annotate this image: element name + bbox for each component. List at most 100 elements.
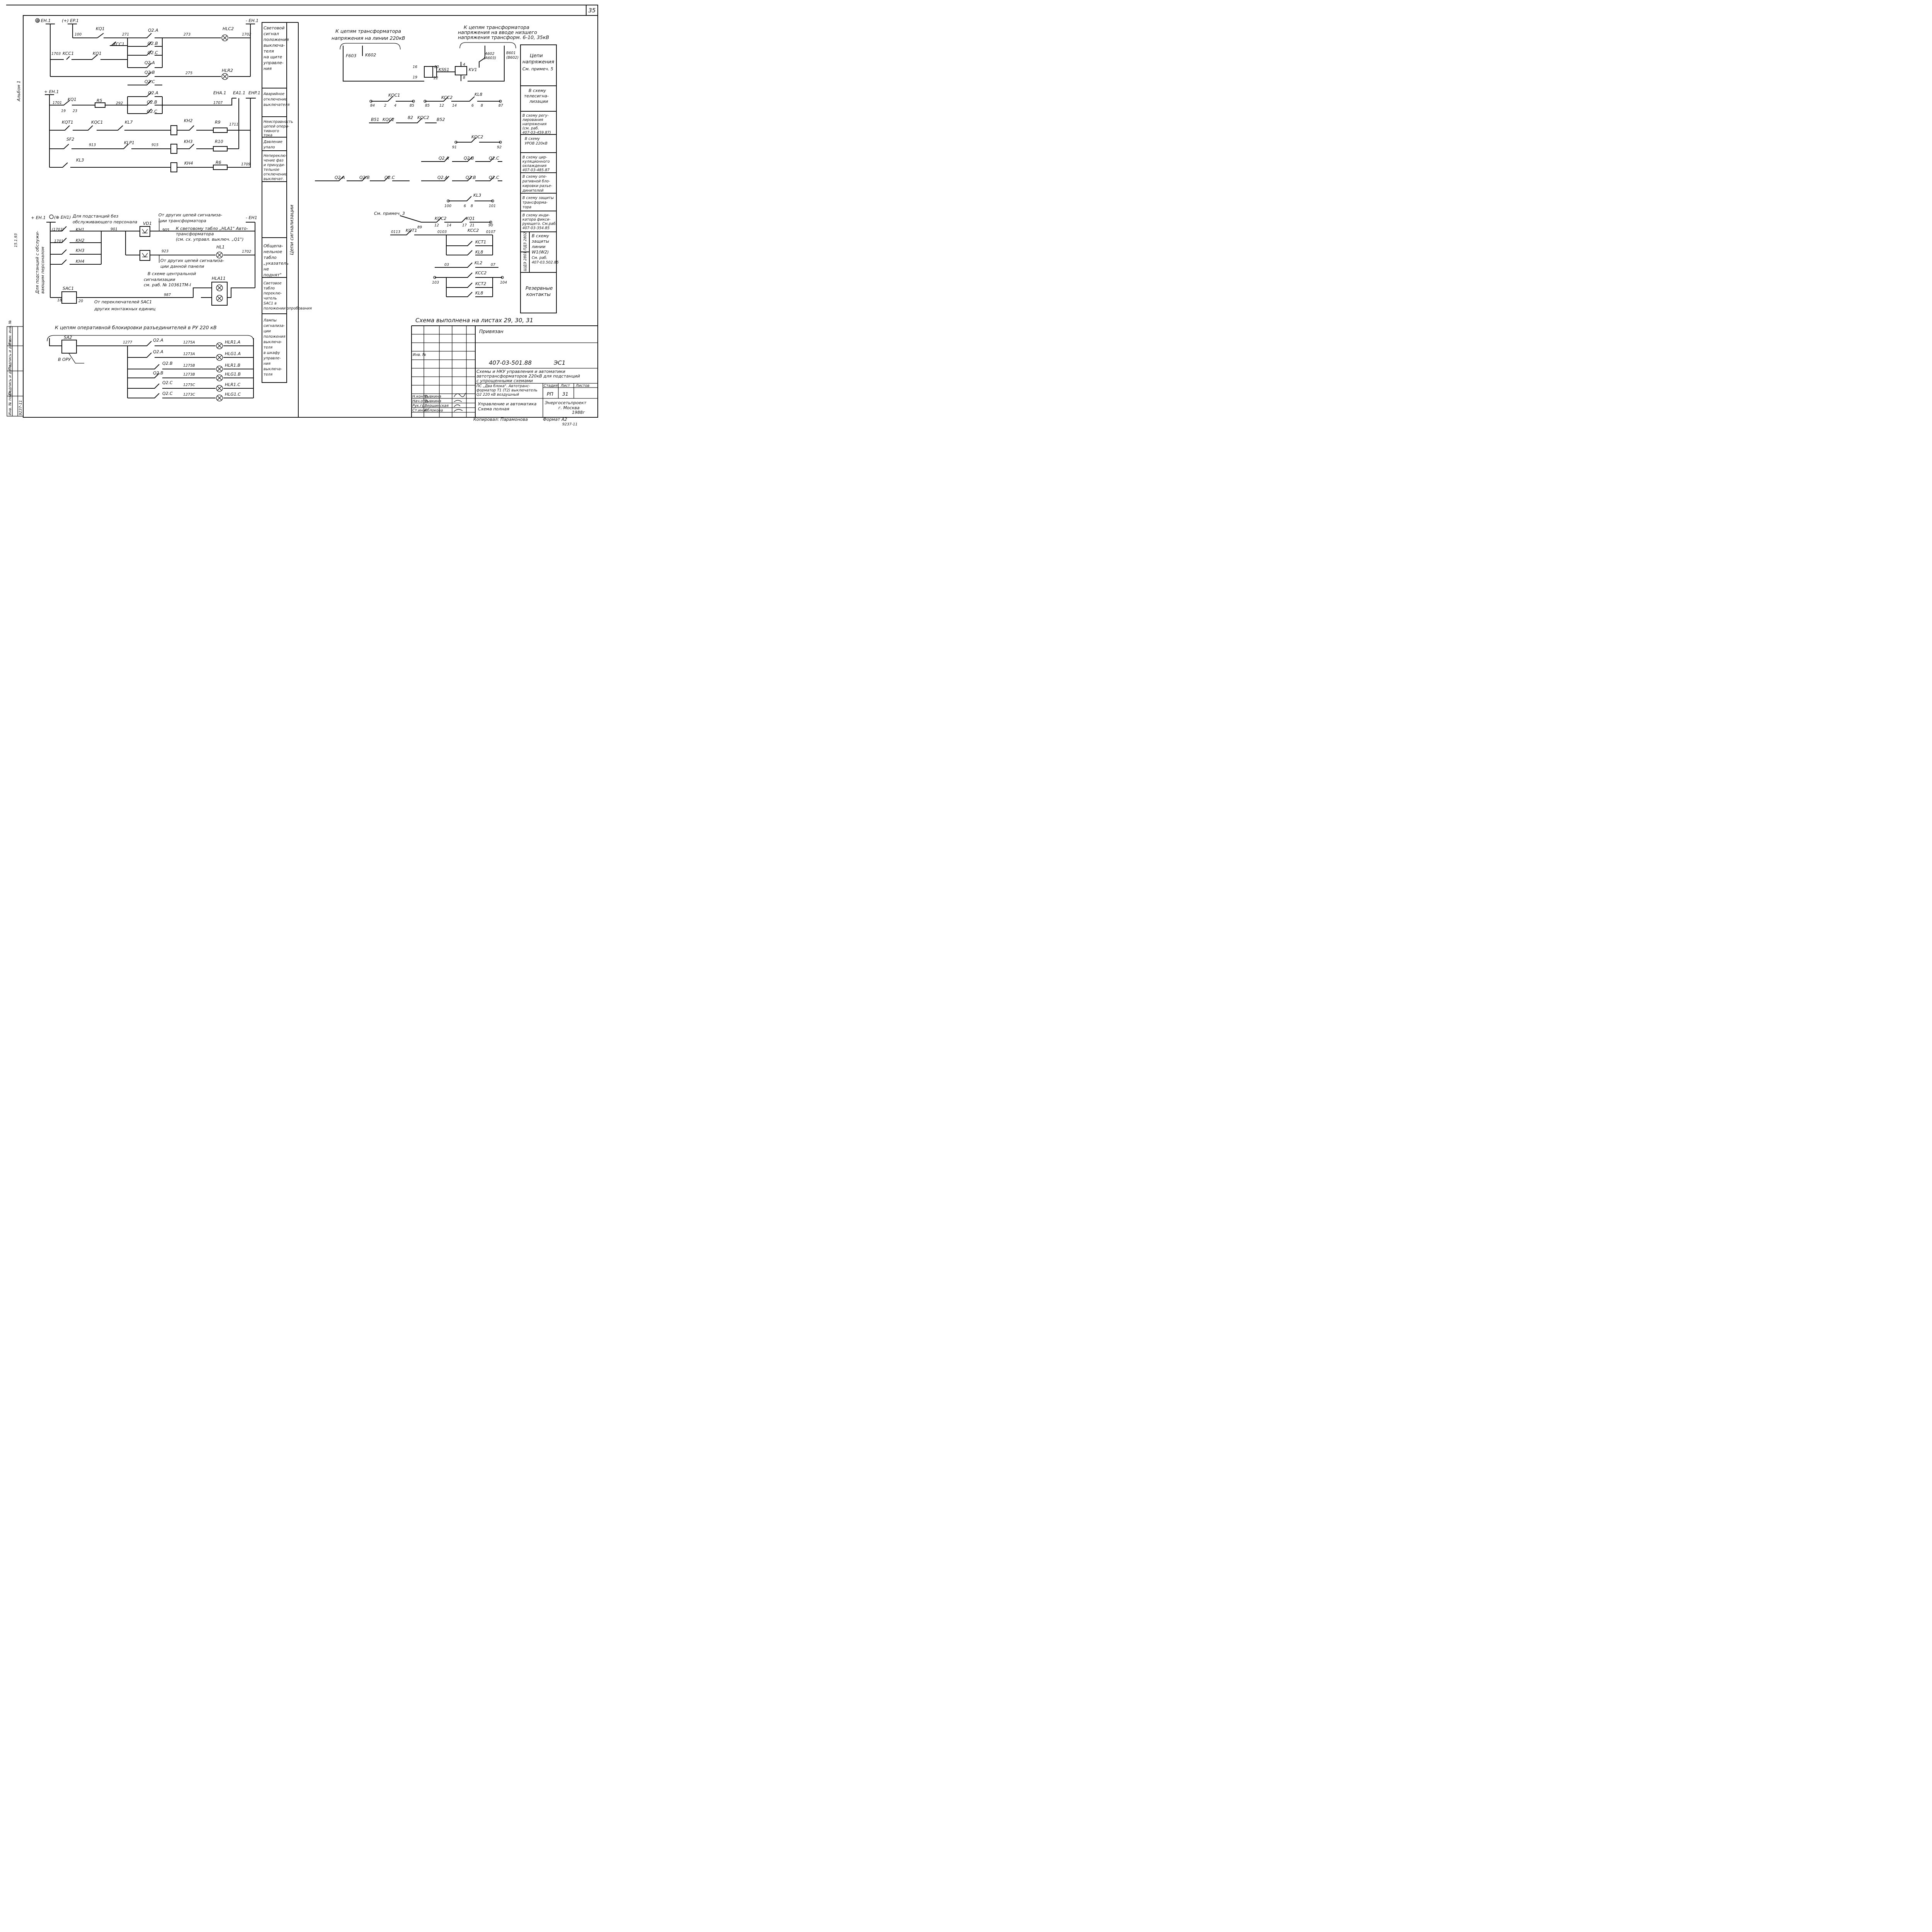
legend-text: рующего. См.раб. (522, 222, 557, 226)
legend-text: тивного (264, 129, 279, 133)
stage-label: Стадия (544, 384, 558, 388)
margin-stamp-label: 9237-11 (19, 400, 23, 415)
bus-label: EA1.1 (233, 90, 245, 95)
contact-number: 14 (452, 104, 457, 108)
margin-stamp-label: Подпись и дата (8, 365, 12, 395)
done-on-sheets: Схема выполнена на листах 29, 30, 31 (415, 317, 533, 324)
note-tr-low: К цепям трансформатора (464, 24, 529, 30)
device-label: Q2.C (162, 391, 173, 396)
contact-number: 92 (497, 145, 502, 150)
device-label: KQC2 (435, 216, 447, 221)
legend-text: выключа- (264, 43, 285, 48)
device-label: KQC2 (471, 134, 483, 139)
legend-text: чение фаз (264, 158, 284, 163)
wire-label: 271 (122, 32, 129, 37)
contact-number: 2 (384, 104, 386, 108)
signatures (454, 393, 466, 412)
device-label: KQ1 (96, 26, 105, 31)
legend-text: выключа- (264, 367, 282, 371)
legend-text: См. примеч. 5 (522, 66, 553, 71)
document-code: 407-03-501.88 (489, 359, 532, 366)
note-with-staff: Для подстанций с обслужи- (35, 231, 40, 294)
device-label: KL8 (475, 250, 483, 255)
contact-number: 20 (434, 65, 439, 69)
device-label: KH3 (184, 139, 192, 144)
legend-text: кировки разъе- (522, 184, 553, 188)
contact-number: 91 (452, 145, 457, 150)
device-label: Q2.A (335, 175, 345, 180)
device-label: KQ1 (68, 97, 77, 102)
contact-number: 4 (463, 63, 465, 67)
wire-label: (B602) (506, 56, 519, 60)
sheet-code: ЭС1 (553, 359, 566, 366)
wire-label: 1273B (183, 372, 195, 377)
legend-text: ПДЗ 2802 (523, 232, 527, 250)
legend-text: сигнализа- (264, 324, 285, 328)
wire-label: 905 (162, 228, 169, 232)
bus-plus-eh1: ⊕ EH.1 (36, 18, 51, 23)
contact-number: 101 (489, 204, 496, 208)
device-label: F603 (346, 53, 356, 58)
sheet-frame (6, 5, 598, 418)
contact-number: 8 (463, 76, 465, 80)
schematic-canvas: 35 Альбом 1 Взам. инв. № Подпись и дата … (6, 5, 598, 427)
bus-plus-eh1-circle: (⊕ EH1) (54, 215, 71, 220)
legend-text: не (264, 267, 269, 272)
device-label: Q2.A (145, 60, 155, 65)
device-label: KQT1 (62, 120, 73, 125)
contact-number: 12 (434, 223, 439, 228)
legend-text: 407-03.502.85 (532, 260, 559, 265)
title-block (411, 325, 598, 417)
legend-text: 407-03-354.85 (522, 226, 549, 230)
album-label: Альбом 1 (16, 81, 21, 102)
wire-label: 923 (162, 249, 168, 253)
legend-text: табло (264, 286, 275, 291)
legend-text: выключа- (264, 340, 282, 344)
legend-text: выключателя (264, 103, 290, 107)
device-label: Q2.B (359, 175, 370, 180)
device-label: KCC1 (113, 42, 124, 47)
bus-label: EHP.1 (248, 90, 260, 95)
legend-text: табло (264, 255, 277, 260)
legend-text: катора фикси- (522, 218, 551, 222)
device-label: HLG1.B (225, 372, 241, 377)
wire-label: 915 (151, 143, 158, 147)
legend-text: отключение (264, 172, 287, 177)
drawing-part-title: Управление и автоматика (478, 401, 537, 406)
document-title: с упрощенными схемами (476, 378, 533, 383)
device-label: KH4 (184, 161, 193, 166)
device-label: Q2.C (162, 380, 173, 385)
wire-label: B51 (371, 117, 379, 122)
device-label: Q2.B (162, 361, 173, 366)
block-contacts (315, 96, 504, 297)
role-label: Нач.отд. (412, 399, 429, 403)
legend-text: в шкафу (264, 351, 280, 355)
contact-number: 12 (439, 104, 444, 108)
device-label: R5 (97, 98, 102, 103)
see-note-3: См. примеч. 3 (374, 211, 405, 216)
device-label: Q2.A (148, 90, 158, 95)
contact-number: 6 (471, 104, 474, 108)
block-general-signal (46, 214, 255, 306)
legend-text: лизации (529, 99, 548, 104)
contact-number: 85 (410, 104, 414, 108)
contact-number: 22 (434, 76, 438, 80)
device-label: Q2.A (439, 156, 449, 161)
organization: Энергосетьпроект (544, 400, 587, 405)
device-label: KL7 (125, 120, 133, 125)
device-label: SA2 (64, 335, 72, 340)
device-label: KLP1 (124, 140, 134, 145)
document-subject: форматор Т1 (Т2) выключатель (476, 388, 537, 393)
device-label: KSS1 (439, 67, 449, 72)
contact-number: 87 (498, 104, 503, 108)
legend-text: на щите (264, 54, 282, 60)
legend-text: контакты (526, 291, 551, 297)
role-label: Ст.инж. (412, 408, 427, 413)
note-tr-low: напряжения трансформ. 6-10, 35кВ (458, 34, 549, 40)
note-central-signal: см. раб. № 10361ТМ-I (144, 282, 191, 287)
wire-label: 07 (491, 263, 495, 267)
device-label: KQC1 (91, 120, 103, 125)
legend-text: нельное (264, 249, 282, 254)
legend-text: В схему инди- (522, 213, 550, 218)
device-label: HLC2 (223, 26, 234, 31)
